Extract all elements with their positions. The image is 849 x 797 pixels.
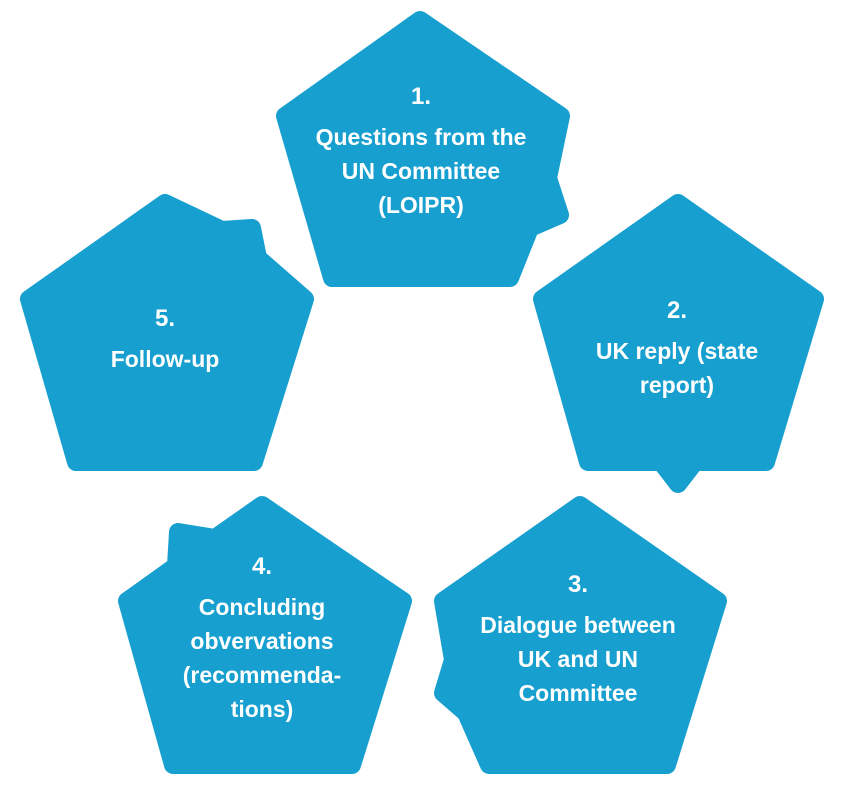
step-1-pentagon: [276, 11, 570, 287]
step-2-line-1: UK reply (state: [595, 338, 759, 364]
step-3-line-1: Dialogue between: [480, 612, 676, 638]
step-2-number: 2.: [666, 297, 688, 324]
step-4-line-4: tions): [230, 696, 294, 722]
step-2-pentagon: [533, 194, 824, 493]
step-2-line-2: report): [639, 372, 715, 398]
step-5-number: 5.: [154, 305, 176, 332]
step-5-pentagon: [20, 194, 314, 471]
step-5-label: 5. Follow-up: [111, 302, 220, 376]
step-1-line-1: Questions from the: [315, 124, 527, 150]
step-5-line-1: Follow-up: [110, 346, 220, 372]
step-4-line-2: obvervations: [190, 628, 334, 654]
step-3-pentagon: [434, 496, 727, 774]
step-3-number: 3.: [567, 571, 589, 598]
step-4-pentagon: [118, 496, 412, 774]
step-4-line-3: (recommenda-: [182, 662, 342, 688]
step-3-line-3: Committee: [518, 680, 638, 706]
step-4-number: 4.: [251, 553, 273, 580]
step-3-line-2: UK and UN: [517, 646, 639, 672]
step-1-label: 1. Questions from the UN Committee (LOIP…: [316, 80, 527, 222]
step-4-label: 4. Concluding obvervations (recommenda- …: [183, 550, 341, 726]
step-1-line-3: (LOIPR): [378, 192, 464, 218]
step-4-line-1: Concluding: [198, 594, 326, 620]
step-3-label: 3. Dialogue between UK and UN Committee: [480, 568, 676, 710]
step-1-number: 1.: [410, 83, 432, 110]
step-1-line-2: UN Committee: [341, 158, 501, 184]
step-2-label: 2. UK reply (state report): [596, 294, 758, 402]
